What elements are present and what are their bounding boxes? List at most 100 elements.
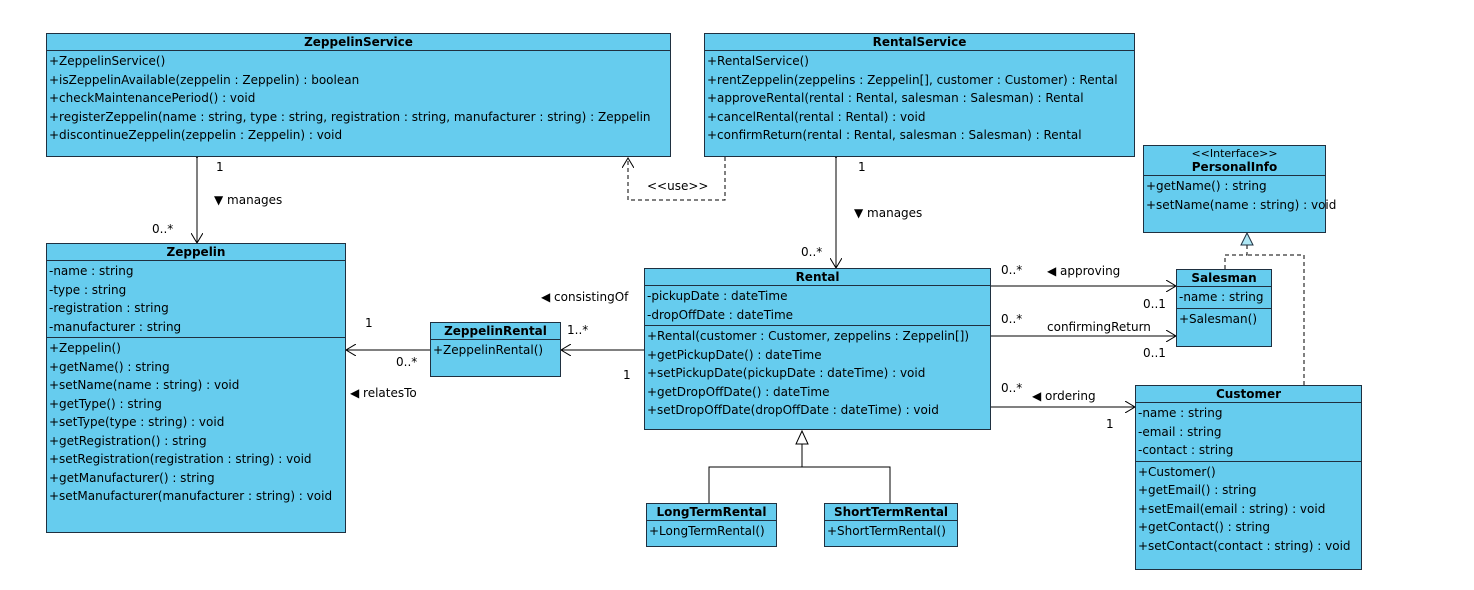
rs-manages-source-multiplicity: 1 xyxy=(858,160,866,174)
operation: +getRegistration() : string xyxy=(49,433,207,448)
zs-manages-label: ▼ manages xyxy=(214,193,283,207)
ordering-label: ◀ ordering xyxy=(1032,389,1096,403)
attribute: -name : string xyxy=(1179,290,1264,304)
operation: +RentalService() xyxy=(707,54,809,68)
operation: +cancelRental(rental : Rental) : void xyxy=(707,109,926,124)
operations-section: +Customer() +getEmail() : string +setEma… xyxy=(1136,462,1361,557)
attribute: -pickupDate : dateTime xyxy=(647,289,788,303)
confirming-return-salesman-multiplicity: 0..1 xyxy=(1143,346,1166,360)
operation: +confirmReturn(rental : Rental, salesman… xyxy=(707,128,1082,142)
customer-class[interactable]: Customer -name : string -email : string … xyxy=(1135,385,1362,570)
operations-section: +Salesman() xyxy=(1177,309,1271,330)
operations-section: +Zeppelin() +getName() : string +setName… xyxy=(47,338,345,507)
operation: +discontinueZeppelin(zeppelin : Zeppelin… xyxy=(49,128,343,142)
consisting-of-rental-multiplicity: 1 xyxy=(623,368,631,382)
operation: +getEmail() : string xyxy=(1138,483,1257,497)
operation: +approveRental(rental : Rental, salesman… xyxy=(707,91,1084,105)
operation: +ZeppelinService() xyxy=(49,54,166,68)
confirming-return-rental-multiplicity: 0..* xyxy=(1001,312,1023,326)
operation: +getName() : string xyxy=(49,359,170,374)
operation: +setPickupDate(pickupDate : dateTime) : … xyxy=(647,366,926,380)
personal-info-interface[interactable]: <<Interface>> PersonalInfo +getName() : … xyxy=(1143,145,1337,233)
class-name: Zeppelin xyxy=(166,245,226,259)
operation: +setType(type : string) : void xyxy=(49,415,225,429)
long-term-rental-class[interactable]: LongTermRental +LongTermRental() xyxy=(646,503,777,547)
operations-section: +ZeppelinRental() xyxy=(431,340,560,361)
operation: +getName() : string xyxy=(1146,179,1267,193)
rental-service-class[interactable]: RentalService +RentalService() +rentZepp… xyxy=(704,33,1135,157)
relates-to-zeppelin-multiplicity: 1 xyxy=(365,316,373,330)
rs-manages-label: ▼ manages xyxy=(854,206,923,220)
zeppelin-class[interactable]: Zeppelin -name : string -type : string -… xyxy=(46,243,346,533)
zs-manages-source-multiplicity: 1 xyxy=(216,160,224,174)
approving-salesman-multiplicity: 0..1 xyxy=(1143,297,1166,311)
stereotype: <<Interface>> xyxy=(1191,147,1278,160)
attribute: -registration : string xyxy=(49,301,169,315)
attribute: -manufacturer : string xyxy=(49,319,182,334)
zeppelin-rental-class[interactable]: ZeppelinRental +ZeppelinRental() xyxy=(430,322,561,377)
attributes-section: -name : string -type : string -registrat… xyxy=(47,261,345,338)
operation: +Salesman() xyxy=(1179,311,1258,326)
operation: +setName(name : string) : void xyxy=(1146,197,1337,212)
operation: +Zeppelin() xyxy=(49,341,121,355)
operation: +registerZeppelin(name : string, type : … xyxy=(49,109,651,124)
operation: +getType() : string xyxy=(49,396,162,411)
consisting-of-zr-multiplicity: 1..* xyxy=(567,323,589,337)
operation: +setManufacturer(manufacturer : string) … xyxy=(49,489,333,503)
operation: +setDropOffDate(dropOffDate : dateTime) … xyxy=(647,403,939,417)
attribute: -contact : string xyxy=(1138,443,1234,457)
realization-arrowhead xyxy=(1240,231,1254,246)
short-term-rental-class[interactable]: ShortTermRental +ShortTermRental() xyxy=(824,503,958,547)
ordering-customer-multiplicity: 1 xyxy=(1106,417,1114,431)
salesman-realization-line xyxy=(1224,245,1248,269)
operation: +Rental(customer : Customer, zeppelins :… xyxy=(647,329,970,343)
class-name: RentalService xyxy=(872,35,967,49)
operation: +setEmail(email : string) : void xyxy=(1138,501,1326,516)
operation: +checkMaintenancePeriod() : void xyxy=(49,91,256,105)
operations-section: +getName() : string +setName(name : stri… xyxy=(1144,176,1337,215)
generalization-long-term-line xyxy=(708,466,802,503)
class-name: ZeppelinRental xyxy=(444,324,547,338)
approving-rental-multiplicity: 0..* xyxy=(1001,263,1023,277)
operation: +getDropOffDate() : dateTime xyxy=(647,384,830,399)
class-name: ShortTermRental xyxy=(833,505,949,519)
attribute: -name : string xyxy=(49,264,134,278)
use-dependency-line xyxy=(628,157,726,201)
attribute: -dropOffDate : dateTime xyxy=(647,307,794,322)
operation: +isZeppelinAvailable(zeppelin : Zeppelin… xyxy=(49,72,360,87)
operations-section: +ShortTermRental() xyxy=(825,521,957,542)
operation: +getPickupDate() : dateTime xyxy=(647,347,822,362)
consisting-of-label: ◀ consistingOf xyxy=(541,290,629,304)
zs-manages-target-multiplicity: 0..* xyxy=(152,222,174,236)
rs-manages-target-multiplicity: 0..* xyxy=(801,245,823,259)
attributes-section: -pickupDate : dateTime -dropOffDate : da… xyxy=(645,286,990,326)
relates-to-label: ◀ relatesTo xyxy=(350,386,417,400)
approving-label: ◀ approving xyxy=(1047,264,1121,278)
salesman-class[interactable]: Salesman -name : string +Salesman() xyxy=(1176,269,1272,347)
operation: +LongTermRental() xyxy=(649,524,765,538)
operations-section: +ZeppelinService() +isZeppelinAvailable(… xyxy=(47,51,670,146)
operations-section: +RentalService() +rentZeppelin(zeppelins… xyxy=(705,51,1134,146)
operations-section: +Rental(customer : Customer, zeppelins :… xyxy=(645,326,990,421)
class-name: Customer xyxy=(1215,387,1282,401)
confirming-return-label: confirmingReturn xyxy=(1047,320,1151,334)
attribute: -name : string xyxy=(1138,406,1223,420)
operation: +ShortTermRental() xyxy=(827,524,946,538)
operations-section: +LongTermRental() xyxy=(647,521,776,542)
use-dependency-label: <<use>> xyxy=(647,179,709,193)
ordering-rental-multiplicity: 0..* xyxy=(1001,381,1023,395)
relates-to-zr-multiplicity: 0..* xyxy=(396,355,418,369)
operation: +ZeppelinRental() xyxy=(433,343,544,357)
class-name: Rental xyxy=(795,270,840,284)
operation: +getManufacturer() : string xyxy=(49,470,215,485)
attribute: -email : string xyxy=(1138,424,1222,439)
rental-class[interactable]: Rental -pickupDate : dateTime -dropOffDa… xyxy=(644,268,991,430)
attributes-section: -name : string -email : string -contact … xyxy=(1136,403,1361,462)
operation: +setRegistration(registration : string) … xyxy=(49,452,312,466)
attribute: -type : string xyxy=(49,282,127,297)
generalization-short-term-line xyxy=(802,466,891,503)
zeppelin-service-class[interactable]: ZeppelinService +ZeppelinService() +isZe… xyxy=(46,33,671,157)
attributes-section: -name : string xyxy=(1177,287,1271,309)
customer-realization-line xyxy=(1247,254,1305,385)
class-name: PersonalInfo xyxy=(1191,160,1278,174)
